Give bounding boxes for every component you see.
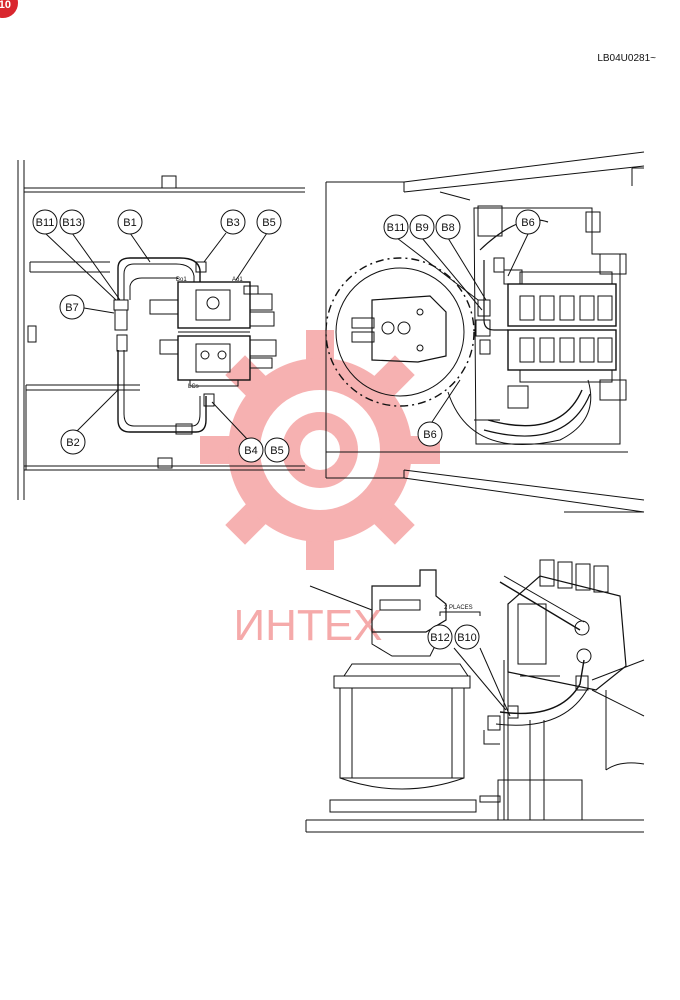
callout-b3-left: B3 xyxy=(220,209,246,235)
svg-text:B4: B4 xyxy=(244,445,257,457)
callout-b10-bottom: B10 xyxy=(454,624,480,650)
callout-b8-right: B8 xyxy=(435,214,461,240)
svg-text:B8: B8 xyxy=(441,222,454,234)
callout-b5-left-bottom: B5 xyxy=(264,437,290,463)
svg-text:B6: B6 xyxy=(423,429,436,441)
callout-b4-left: B4 xyxy=(238,437,264,463)
svg-text:B11: B11 xyxy=(387,222,406,234)
svg-text:B11: B11 xyxy=(36,217,55,229)
watermark-gear xyxy=(200,330,440,570)
callout-b5-left-top: B5 xyxy=(256,209,282,235)
callout-b12-bottom: B12 xyxy=(427,624,453,650)
svg-text:B5: B5 xyxy=(270,445,283,457)
bottom-view xyxy=(305,559,645,833)
right-callouts: B11 B9 B8 B6 B6 xyxy=(383,209,541,447)
svg-text:B10: B10 xyxy=(457,632,477,644)
svg-text:B5: B5 xyxy=(262,217,275,229)
note-2-places: 2 PLACES xyxy=(444,605,473,611)
callout-b1-left: B1 xyxy=(117,209,143,235)
watermark-text: ИНТЕХ xyxy=(234,601,383,650)
left-port-labels: Bo1 Ao1 LCs xyxy=(176,277,243,390)
svg-text:B9: B9 xyxy=(415,222,428,234)
left-callouts: B11 B13 B1 B3 B5 B7 xyxy=(32,209,290,463)
callout-b2-left: B2 xyxy=(60,429,86,455)
svg-text:B7: B7 xyxy=(65,302,78,314)
callout-b11-left: B11 xyxy=(32,209,58,235)
svg-text:B12: B12 xyxy=(430,632,450,644)
svg-text:B1: B1 xyxy=(123,217,136,229)
svg-text:B13: B13 xyxy=(62,217,82,229)
page-badge: 10 xyxy=(0,0,18,18)
port-label-lcs: LCs xyxy=(188,384,199,390)
svg-text:B2: B2 xyxy=(66,437,79,449)
callout-b11-right: B11 xyxy=(383,214,409,240)
callout-b13-left: B13 xyxy=(59,209,85,235)
bottom-callouts: B12 B10 xyxy=(427,624,480,650)
right-view xyxy=(325,151,645,513)
svg-text:B3: B3 xyxy=(226,217,239,229)
port-label-ao1: Ao1 xyxy=(232,277,243,283)
document-code: LB04U0281~ xyxy=(597,53,656,64)
port-label-bo1: Bo1 xyxy=(176,277,187,283)
valve-spools xyxy=(519,295,613,363)
svg-text:B6: B6 xyxy=(521,217,534,229)
callout-b7-left: B7 xyxy=(59,294,85,320)
callout-b9-right: B9 xyxy=(409,214,435,240)
callout-b6-right-top: B6 xyxy=(515,209,541,235)
left-view xyxy=(17,160,305,500)
page-badge-text: 10 xyxy=(0,0,11,11)
callout-b6-right-bottom: B6 xyxy=(417,421,443,447)
